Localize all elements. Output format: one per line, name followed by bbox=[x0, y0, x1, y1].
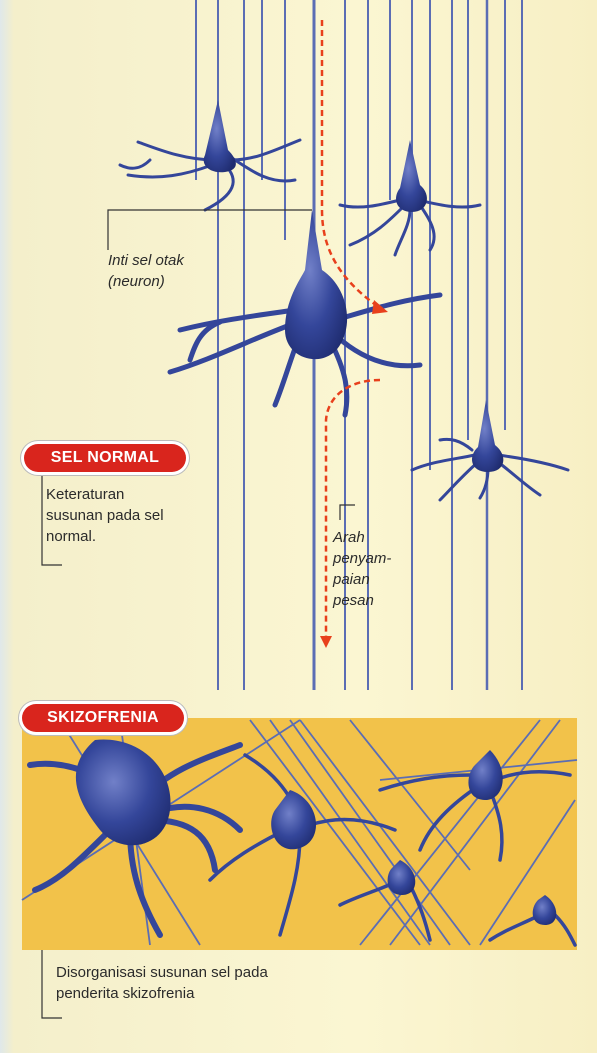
neuron-label-leader bbox=[108, 210, 312, 250]
direction-label: Arah penyam-paian pesan bbox=[333, 527, 413, 611]
skizofrenia-badge: SKIZOFRENIA bbox=[22, 704, 184, 732]
skizofrenia-description: Disorganisasi susunan sel pada penderita… bbox=[56, 962, 326, 1004]
neuron-small-2 bbox=[340, 140, 480, 255]
normal-badge: SEL NORMAL bbox=[24, 444, 186, 472]
neuron-small-1 bbox=[120, 100, 300, 210]
normal-description: Keteraturan susunan pada sel normal. bbox=[46, 484, 181, 547]
direction-label-leader bbox=[340, 505, 355, 520]
arrow-head-2 bbox=[320, 636, 332, 648]
neuron-core-label: Inti sel otak (neuron) bbox=[108, 250, 198, 292]
neuron-small-3 bbox=[412, 400, 568, 500]
